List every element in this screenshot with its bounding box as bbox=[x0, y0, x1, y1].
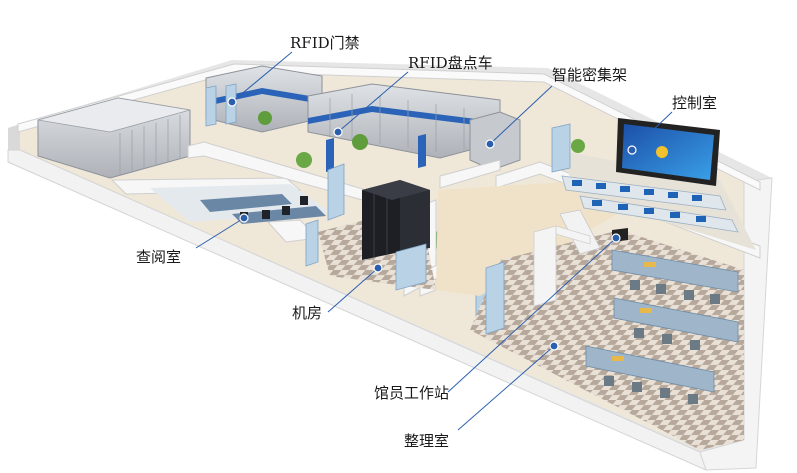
shelf-end-cabinet bbox=[469, 111, 521, 171]
reading-glass-wall-2 bbox=[305, 219, 319, 267]
server-rack-front bbox=[362, 180, 400, 260]
shelf-stripes-smart bbox=[329, 94, 465, 152]
leader-control-room bbox=[631, 111, 673, 151]
leader-staff-station bbox=[447, 237, 617, 393]
reading-desk-2 bbox=[232, 206, 326, 224]
label-rfid-gate: RFID门禁 bbox=[290, 34, 360, 52]
corridor-floor bbox=[436, 180, 620, 296]
reading-glass-wall bbox=[327, 163, 345, 221]
leader-rfid-cart bbox=[337, 71, 409, 133]
server-rack-lines bbox=[373, 184, 388, 257]
marker-reading-room bbox=[239, 213, 249, 223]
label-rfid-cart: RFID盘点车 bbox=[408, 54, 493, 72]
marker-server-room bbox=[373, 263, 383, 273]
control-monitors bbox=[572, 180, 706, 222]
label-server-room: 机房 bbox=[292, 304, 323, 322]
label-smart-shelf: 智能密集架 bbox=[552, 66, 628, 84]
label-staff-station: 馆员工作站 bbox=[374, 384, 450, 402]
sorting-chairs bbox=[604, 280, 720, 404]
leader-sorting-room bbox=[457, 345, 555, 431]
leader-rfid-gate bbox=[231, 51, 293, 103]
callout-markers bbox=[227, 97, 637, 351]
marker-rfid-gate bbox=[227, 97, 237, 107]
workstation-counters bbox=[533, 225, 591, 307]
compact-shelf-left-top bbox=[37, 97, 191, 133]
leader-reading-room bbox=[195, 217, 245, 249]
shelf-blue-band-smart bbox=[308, 106, 500, 128]
marker-smart-shelf bbox=[485, 139, 495, 149]
windows-logo-icon bbox=[656, 146, 668, 158]
leader-smart-shelf bbox=[489, 85, 553, 145]
storage-area bbox=[37, 65, 585, 296]
marker-rfid-cart bbox=[333, 127, 343, 137]
shelf-stripes-left bbox=[119, 115, 181, 176]
sorting-documents bbox=[612, 262, 656, 361]
sorting-room bbox=[470, 209, 744, 450]
control-glass-wall bbox=[551, 123, 571, 173]
marker-sorting-room bbox=[549, 341, 559, 351]
reading-room bbox=[150, 163, 345, 267]
callout-lines bbox=[195, 51, 673, 431]
server-rack-side bbox=[400, 180, 430, 252]
label-control-room: 控制室 bbox=[672, 94, 718, 112]
server-rack-top bbox=[362, 180, 430, 200]
server-glass-wall bbox=[395, 243, 427, 291]
label-reading-room: 查阅室 bbox=[136, 248, 182, 266]
rfid-cart-post-2 bbox=[418, 134, 426, 168]
reading-desk bbox=[200, 194, 292, 212]
label-sorting-room: 整理室 bbox=[404, 432, 450, 450]
marker-control-room bbox=[627, 145, 637, 155]
server-room bbox=[318, 180, 493, 333]
control-room bbox=[551, 118, 756, 250]
marker-staff-station bbox=[611, 233, 621, 243]
rfid-gate-panel-1 bbox=[205, 85, 217, 127]
sorting-glass-wall bbox=[485, 261, 505, 335]
rfid-cart-post-1 bbox=[326, 138, 334, 172]
leader-server-room bbox=[327, 267, 379, 313]
